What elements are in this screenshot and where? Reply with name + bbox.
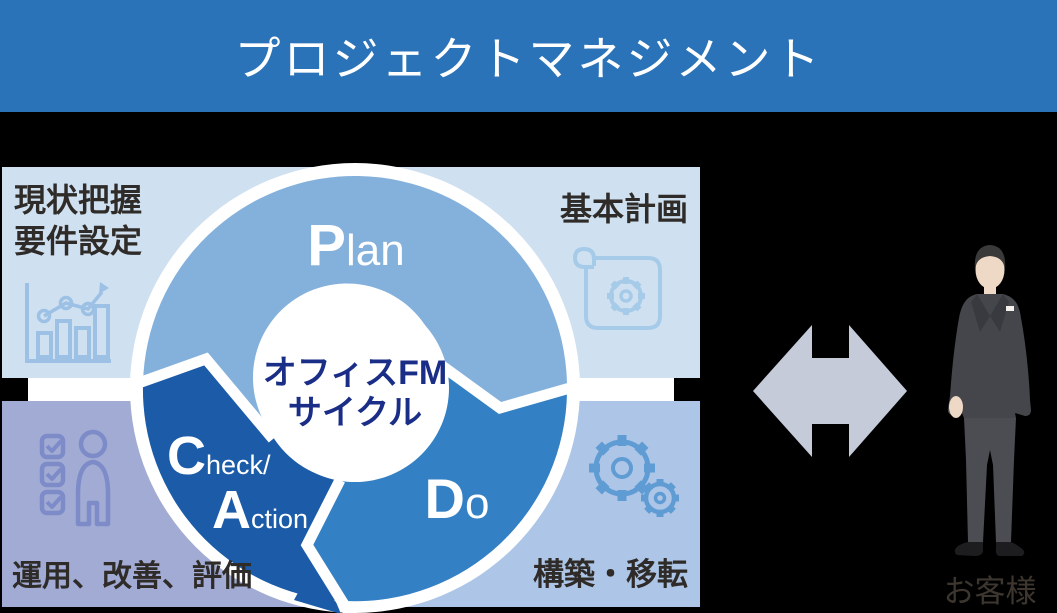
do-segment xyxy=(308,364,567,602)
cycle-center-label: オフィスFM サイクル xyxy=(255,353,455,433)
chevron-gap-left xyxy=(131,352,278,443)
chart-point xyxy=(36,308,52,324)
quadrant-label-bottom-left: 運用、改善、評価 xyxy=(12,560,252,593)
chart-point xyxy=(80,301,96,317)
do-rest: o xyxy=(464,479,490,528)
blueprint-gear-hub xyxy=(619,289,633,303)
plan-initial: P xyxy=(307,213,346,278)
chart-arrow-head xyxy=(99,282,109,294)
blueprint-curl xyxy=(572,246,596,269)
quadrant-label-top-right: 基本計画 xyxy=(559,191,688,227)
suit-jacket xyxy=(947,294,1031,418)
small-gear-hub xyxy=(653,491,667,505)
pocket-square xyxy=(1006,306,1014,311)
jacket-lapel-left xyxy=(971,294,990,332)
pdca-ring xyxy=(130,163,580,613)
shoe-right xyxy=(995,542,1025,556)
cycle-center-line2: サイクル xyxy=(287,394,423,432)
blueprint-gear-icon xyxy=(572,246,662,330)
chart-bar xyxy=(74,326,91,359)
check-initial: C xyxy=(167,426,206,486)
blueprint-sheet xyxy=(584,256,662,330)
action-initial: A xyxy=(212,480,251,540)
quadrant-label-line: 現状把握 xyxy=(14,182,143,218)
customer-label: お客様 xyxy=(943,574,1037,609)
person-checklist-icon xyxy=(39,429,111,527)
segment-gap-chevrons xyxy=(131,352,579,613)
check-action-bottom-tip xyxy=(294,578,341,613)
action-rest: ction xyxy=(251,504,309,534)
checkboxes xyxy=(39,433,66,516)
shoe-left xyxy=(954,542,983,556)
businessman-illustration xyxy=(947,245,1031,556)
person-body xyxy=(75,459,111,527)
chart-trend-line xyxy=(43,290,104,318)
plan-rest: lan xyxy=(345,226,405,275)
do-initial: D xyxy=(424,467,465,530)
chart-point xyxy=(58,295,74,311)
chart-axes xyxy=(25,283,111,363)
small-gear-teeth xyxy=(641,479,679,517)
trousers xyxy=(964,418,1016,542)
face xyxy=(975,251,1005,289)
big-gear-teeth xyxy=(589,435,655,501)
plan-segment xyxy=(143,175,568,430)
ring-center-circle xyxy=(261,294,449,482)
title-bar: プロジェクトマネジメント xyxy=(0,0,1057,112)
double-headed-arrow-icon xyxy=(753,325,907,457)
neck xyxy=(984,282,996,296)
big-gear-hub xyxy=(611,457,633,479)
person-head xyxy=(78,429,108,459)
blueprint-gear-teeth xyxy=(607,277,645,315)
bar-chart-growth-icon xyxy=(25,282,111,363)
chart-bar xyxy=(36,331,53,359)
chevron-gap-right xyxy=(434,358,579,415)
chevron-gap-bottom xyxy=(300,477,356,613)
check-action-segment xyxy=(142,359,341,601)
check-rest: heck/ xyxy=(206,450,271,480)
hand xyxy=(949,396,963,418)
quadrant-label-bottom-right: 構築・移転 xyxy=(533,557,688,592)
cycle-center-line1: オフィスFM xyxy=(262,354,448,392)
quadrant-label-top-left: 現状把握 要件設定 xyxy=(14,180,142,262)
quadrant-label-line: 要件設定 xyxy=(14,223,143,259)
hair xyxy=(974,245,1006,270)
jacket-lapel-right xyxy=(990,294,1009,332)
chart-bar xyxy=(93,304,110,359)
gears-icon xyxy=(589,435,679,517)
page-title: プロジェクトマネジメント xyxy=(234,33,823,85)
chart-bar xyxy=(55,319,72,359)
